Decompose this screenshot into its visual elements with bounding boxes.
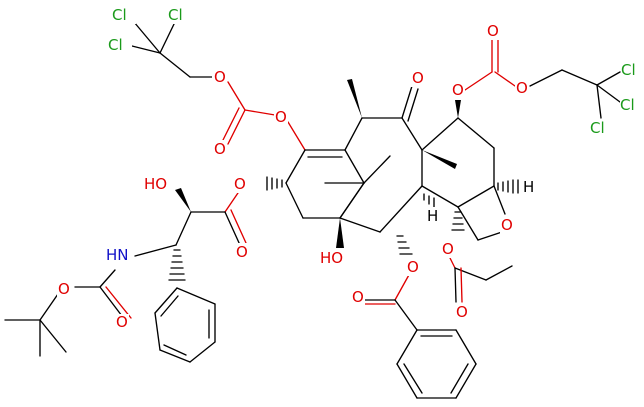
oxygen-atom-label: O [452,81,464,99]
bond [407,88,419,122]
oxygen-atom-label: O [214,140,226,158]
bond [134,244,177,257]
bond [494,71,516,87]
bond [227,109,246,145]
oxygen-atom-label: O [516,79,528,97]
chlorine-atom-label: Cl [621,61,636,79]
bond [39,319,67,353]
oxygen-atom-label: O [412,69,424,87]
bond [99,269,116,288]
hydrogen-atom-label: H [427,207,438,225]
bond [175,211,192,246]
bond [227,81,246,111]
bond [133,21,161,54]
oxygen-atom-label: O [352,288,364,306]
bond [339,217,381,233]
bond [159,21,176,54]
bond [454,267,487,281]
bond [244,109,276,116]
bond [39,293,59,321]
hydroxyl-label: HO [320,249,343,267]
chlorine-atom-label: Cl [590,119,605,137]
oxygen-atom-label: O [407,258,419,276]
hashed-bond [423,193,435,209]
bond-layer [4,21,621,399]
bond [454,267,457,303]
bond [596,84,602,119]
oxygen-atom-label: O [275,108,287,126]
oxygen-atom-label: O [234,175,246,193]
bond [394,272,411,301]
bond [230,209,247,244]
wedge-bond [347,79,362,118]
bond [224,211,241,246]
bond [561,69,598,86]
hashed-bond [266,176,283,191]
bond [159,52,191,78]
oxygen-atom-label: O [487,22,499,40]
wedge-bond [422,150,457,169]
amine-label: HN [106,246,129,264]
bond [379,185,423,233]
bond [457,185,495,208]
bond [401,85,413,119]
bond [285,182,304,219]
atom-label-layer: Cl Cl Cl O O O O O O O Cl Cl Cl HO O O H… [57,6,644,332]
bond [460,267,463,303]
bond [401,117,423,151]
hashed-bond [396,235,413,255]
oxygen-atom-label: O [456,303,468,321]
oxygen-atom-label: O [116,313,128,331]
bond [222,107,240,141]
wedge-bond [175,188,191,212]
bond [285,149,306,184]
oxygen-atom-label: O [501,216,513,234]
bond [464,71,493,91]
hydroxyl-label: HO [144,175,167,193]
bond [485,265,513,281]
hashed-bond [451,211,465,231]
hydrogen-atom-label: H [523,178,534,196]
bond [477,231,503,241]
bond [131,45,161,54]
bond [493,185,506,215]
bond [344,149,365,184]
oxygen-atom-label: O [214,68,226,86]
bond [457,117,495,149]
hashed-bond [497,179,519,194]
wedge-bond [336,218,344,248]
bond [363,155,391,184]
bond [421,185,459,208]
oxygen-atom-label: O [236,243,248,261]
chlorine-atom-label: Cl [108,36,123,54]
bond [287,121,306,151]
benzoyl-ring [396,329,477,399]
chlorine-atom-label: Cl [620,96,635,114]
oxygen-atom-label: O [58,280,70,298]
bond [394,299,418,331]
bond [529,69,563,87]
bond [596,84,621,103]
chlorine-atom-label: Cl [112,6,127,24]
bond [596,71,621,86]
bond [344,117,363,151]
hashed-bond [168,249,186,281]
oxygen-atom-label: O [442,240,454,258]
bond [339,182,365,219]
phenyl-ring [154,287,216,363]
bond [105,286,132,319]
bond [421,117,459,151]
chlorine-atom-label: Cl [168,6,183,24]
wedge-bond [455,100,461,118]
bond [224,189,241,213]
